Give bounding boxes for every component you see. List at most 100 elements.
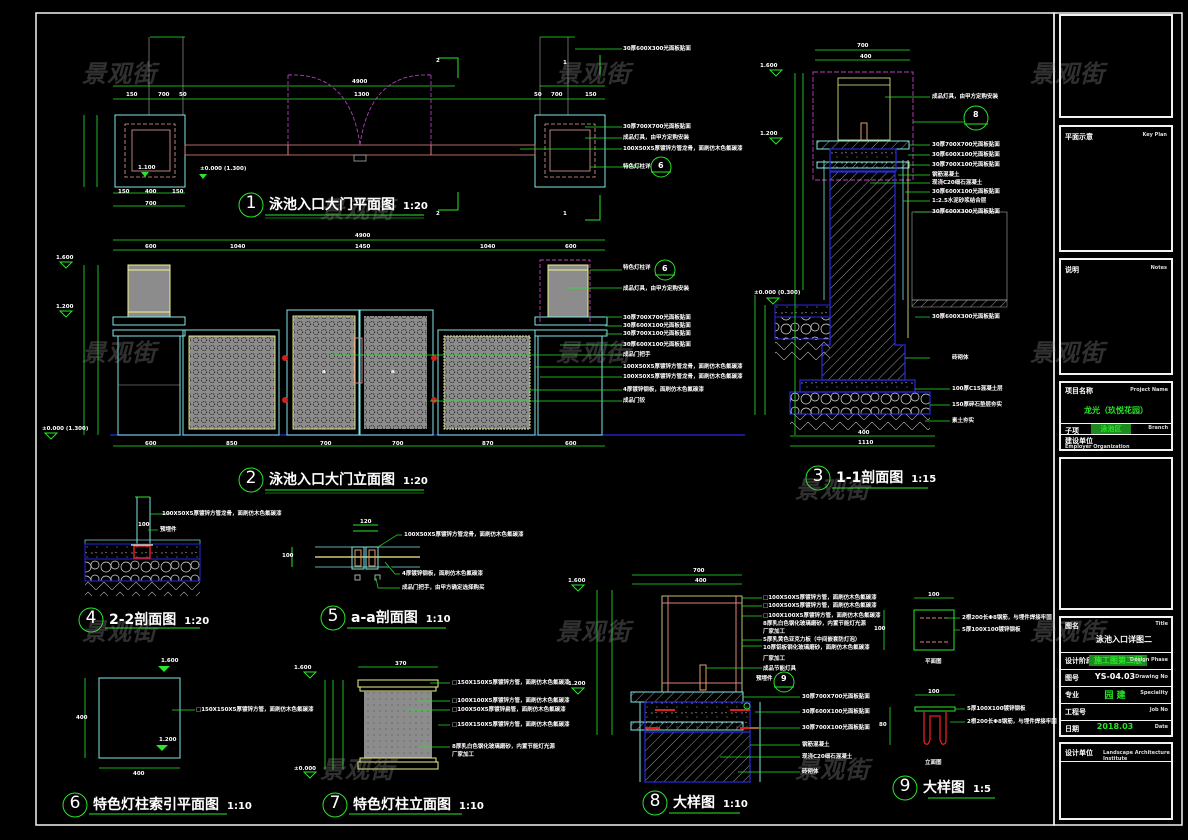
elev-dim-total: 4900	[355, 233, 371, 239]
gate-label: a	[391, 369, 395, 375]
gate-label: a	[322, 369, 326, 375]
lamp-elev-level: 1.600	[294, 665, 312, 671]
lamp-plan-dim: 400	[76, 715, 88, 721]
elev-note: 30厚600X100光面板贴面	[623, 342, 691, 348]
detail8-note: 5厚乳黄色亚克力板（中间嵌套防灯泡）	[763, 637, 861, 643]
elev-note: 特色灯柱详	[623, 265, 651, 271]
secaa-note: 4厚镀锌钢板，面刷仿木色氟碳漆	[402, 571, 483, 577]
detail9-dim: 100	[928, 689, 940, 695]
detail8-note: □100X50X5厚镀锌方管，面刷仿木色氟碳漆	[763, 603, 877, 609]
tb-notes-label: 说明	[1065, 266, 1079, 274]
elev-level: 1.200	[56, 304, 74, 310]
tb-discipline-value: 园 建	[1104, 691, 1126, 701]
plan-note: 成品灯具，由甲方定购安装	[623, 135, 690, 141]
tb-key-plan-en: Key Plan	[1142, 132, 1168, 138]
elev-note: 成品门铰	[623, 398, 646, 404]
section-marker: 1	[563, 60, 567, 66]
plan-dim: 150	[172, 189, 184, 195]
sec11-level: ±0.000 (0.300)	[754, 290, 801, 296]
detail8-note: 砖砌体	[802, 769, 819, 775]
lamp-plan-dim: 400	[133, 771, 145, 777]
tb-project: 项目名称 Project Name 龙光（玖悦花园） 子项 泳池区 Branch…	[1059, 381, 1173, 451]
tb-dwgno-value: YS-04.03	[1094, 672, 1136, 681]
sec11-note: 30厚600X300光面板贴面	[932, 314, 1000, 320]
sec11-note: 30厚700X700光面板贴面	[932, 142, 1000, 148]
lamp-elev-note: □150X150X5厚镀锌方管，面刷仿木色氟碳漆	[452, 722, 570, 728]
lamp-elev-level: ±0.000	[294, 766, 317, 772]
elev-dim: 600	[565, 244, 577, 250]
sec11-dim: 400	[860, 54, 872, 60]
detail9-note: 2根200长Φ8钢筋，与埋件焊接牢固	[967, 719, 1057, 725]
drawing-9-detail	[883, 597, 995, 801]
elev-note: 成品灯具，由甲方定购安装	[623, 286, 690, 292]
tb-box-blank	[1059, 457, 1173, 610]
elev-note: 30厚700X700光面板贴面	[623, 315, 691, 321]
plan-elev-ground: ±0.000 (1.300)	[200, 166, 247, 172]
sec11-dim: 700	[857, 43, 869, 49]
sec11-note: 1:2.5水泥砂浆结合层	[932, 198, 987, 204]
plan-note: 30厚600X300光面板贴面	[623, 46, 691, 52]
tb-date-value: 2018.03	[1096, 722, 1134, 731]
drawing-2-elevation	[43, 239, 745, 494]
sec11-note-ref: 8	[973, 110, 979, 119]
lamp-plan-level: 1.200	[159, 737, 177, 743]
sec11-note: 30厚600X100光面板贴面	[932, 189, 1000, 195]
elev-dim: 1040	[480, 244, 496, 250]
elev-dim: 1040	[230, 244, 246, 250]
tb-subitem-value: 泳池区	[1091, 424, 1131, 434]
drawing-1-plan	[83, 36, 672, 221]
sec11-level: 1.200	[760, 131, 778, 137]
sec11-note: 100厚C15混凝土层	[952, 386, 1003, 392]
tb-discipline-label: 专业	[1065, 691, 1079, 699]
tb-divider	[1061, 669, 1171, 670]
plan-dim: 150	[118, 189, 130, 195]
detail9-note: 5厚100X100镀锌钢板	[962, 627, 1021, 633]
tb-client-label: 建设单位	[1065, 437, 1093, 445]
tb-divider	[1061, 434, 1171, 435]
tb-title-value: 泳池入口详图二	[1096, 635, 1152, 644]
detail8-note-ref: 9	[781, 674, 787, 683]
plan-dim: 1300	[354, 92, 370, 98]
lamp-elev-note: 厂家加工	[452, 752, 475, 758]
drawing-4-section-2-2	[78, 496, 201, 633]
tb-notes-en: Notes	[1150, 265, 1167, 271]
lamp-elev-note: □150X150X5厚镀锌方管，面刷仿木色氟碳漆	[452, 680, 570, 686]
plan-dim: 150	[126, 92, 138, 98]
section-marker: 2	[436, 58, 440, 64]
elev-dim: 700	[320, 441, 332, 447]
elev-dim: 1450	[355, 244, 371, 250]
tb-designer-label: 设计单位	[1065, 749, 1093, 757]
tb-phase-en: Design Phase	[1129, 657, 1168, 663]
detail8-note: 现浇C20细石混凝土	[802, 754, 853, 760]
tb-designer: 设计单位 Landscape Architecture Institute	[1059, 742, 1173, 820]
plan-dim: 700	[158, 92, 170, 98]
elev-note: 30厚600X100光面板贴面	[623, 323, 691, 329]
tb-drawing-info: 图名 Title 泳池入口详图二 设计阶段 施工图第二版 Design Phas…	[1059, 616, 1173, 737]
elev-dim: 700	[392, 441, 404, 447]
section-marker: 1	[563, 211, 567, 217]
elev-note: 成品门把手	[623, 352, 651, 358]
elev-level: 1.600	[56, 255, 74, 261]
tb-dwgno-label: 图号	[1065, 674, 1079, 682]
tb-divider	[1061, 720, 1171, 721]
tb-date-label: 日期	[1065, 725, 1079, 733]
detail9-dim: 100	[874, 626, 886, 632]
tb-key-plan-label: 平面示意	[1065, 133, 1093, 141]
tb-client-en: Employer Organization	[1065, 444, 1130, 450]
tb-project-en: Project Name	[1130, 387, 1168, 393]
plan-dim: 50	[534, 92, 542, 98]
secaa-dim: 100	[282, 553, 294, 559]
elev-dim: 600	[145, 441, 157, 447]
detail8-note: 钢筋混凝土	[802, 742, 830, 748]
elev-dim: 600	[145, 244, 157, 250]
plan-note: 100X50X5厚镀锌方管龙骨，面刷仿木色氟碳漆	[623, 146, 743, 152]
tb-divider	[1061, 761, 1171, 762]
detail9-label: 立面图	[925, 760, 942, 766]
